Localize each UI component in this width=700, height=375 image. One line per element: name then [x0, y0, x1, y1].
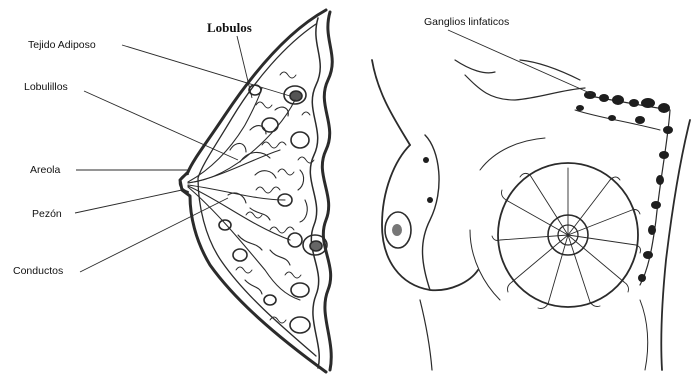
left-side-outline — [382, 145, 478, 290]
tissue-line-3 — [640, 300, 648, 370]
ganglios-leader — [448, 30, 592, 94]
pezon-text: Pezón — [32, 208, 62, 220]
chest-wall-inner — [310, 18, 320, 368]
clavicle-line — [520, 60, 580, 80]
label-areola: Areola — [30, 164, 190, 176]
areola-text: Areola — [30, 164, 61, 176]
tejido-adiposo-text: Tejido Adiposo — [28, 39, 96, 51]
ganglios-text: Ganglios linfaticos — [424, 16, 509, 28]
left-arm-outline — [372, 60, 410, 145]
lymph-vessel-2 — [575, 110, 660, 130]
chest-line-2 — [420, 300, 432, 370]
lobulillos-leader — [84, 91, 238, 160]
label-lobulillos: Lobulillos — [24, 81, 238, 160]
lymph-vessel — [585, 95, 670, 285]
lobulillos-text: Lobulillos — [24, 81, 68, 93]
pezon-leader — [75, 190, 182, 213]
ducts — [188, 88, 307, 300]
conductos-text: Conductos — [13, 265, 63, 277]
conductos-leader — [80, 198, 228, 272]
tejido-adiposo-leader — [122, 45, 290, 96]
torso-illustration: Ganglios linfaticos — [372, 16, 690, 370]
tissue-line-1 — [480, 138, 545, 170]
left-nipple — [392, 224, 402, 236]
chest-line-3 — [465, 75, 585, 100]
chest-wall-outline — [322, 12, 332, 370]
label-pezon: Pezón — [32, 190, 182, 220]
lobulos-text: Lobulos — [207, 20, 252, 35]
neck-line — [455, 60, 495, 73]
breast-cross-section — [180, 10, 333, 372]
